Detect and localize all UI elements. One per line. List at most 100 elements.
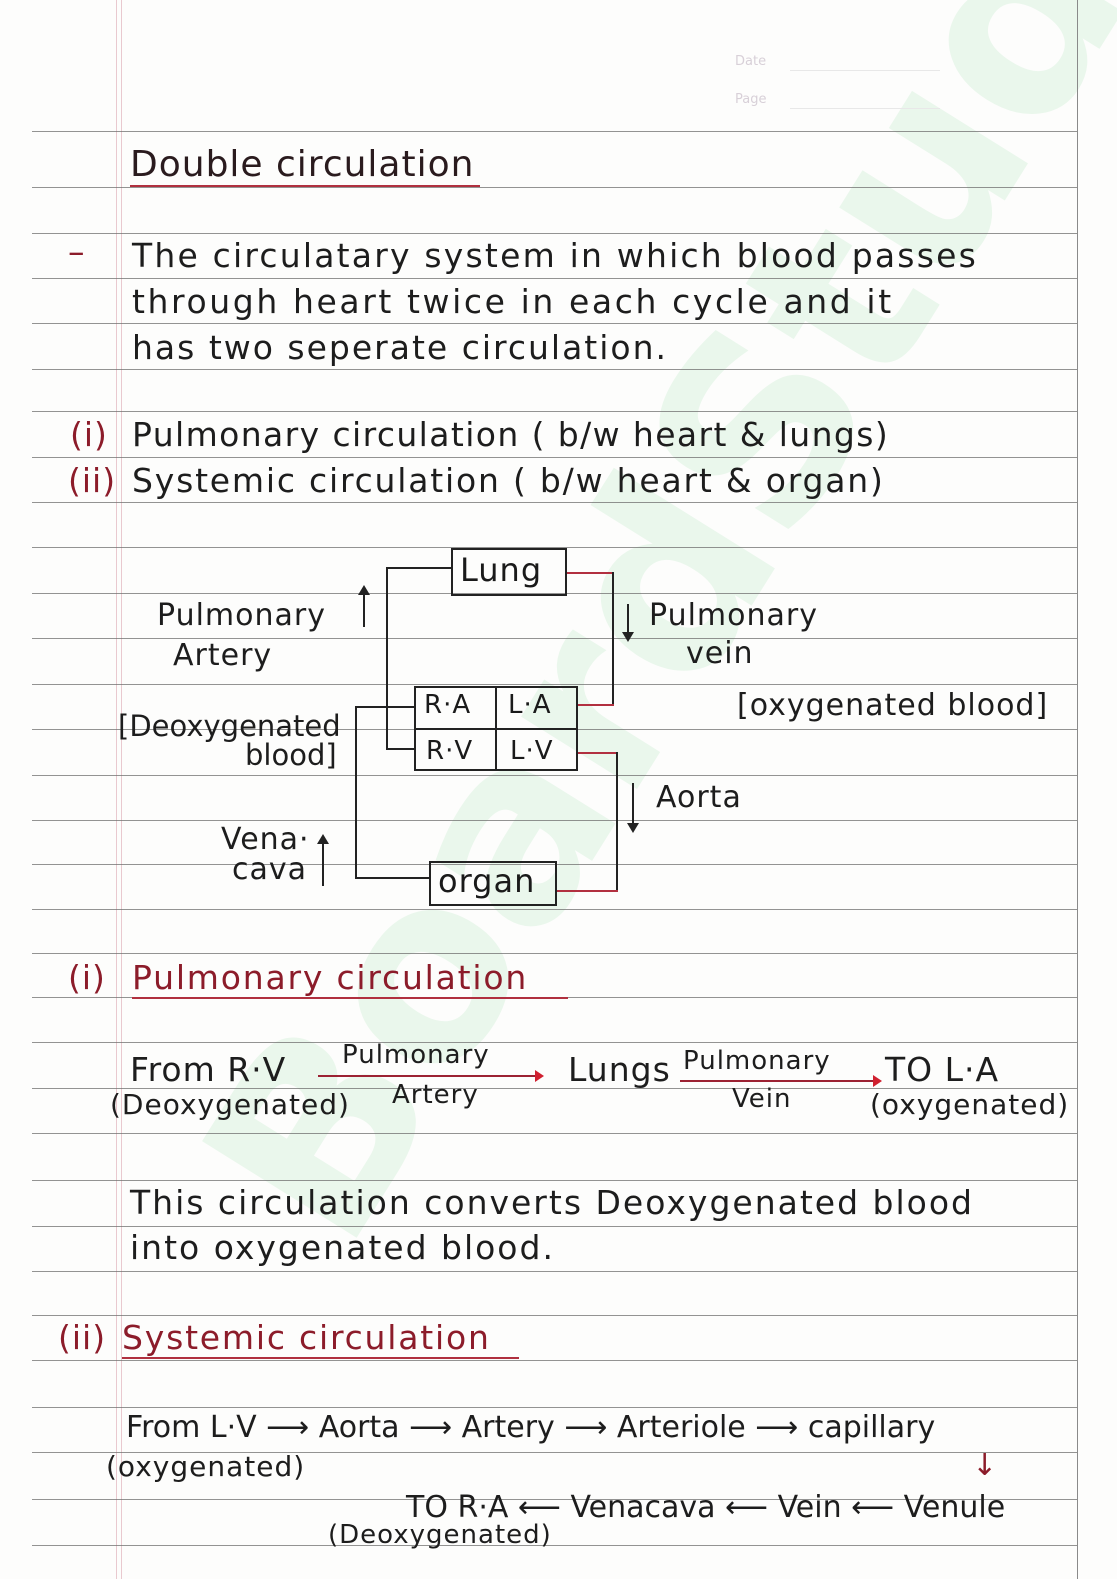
ruled-line [32, 502, 1077, 503]
chamber-ra: R·A [424, 690, 472, 720]
aorta-arrow-down-icon [627, 783, 639, 833]
vena-cava-wire-top [355, 706, 414, 708]
oxygenated-blood-label: [oxygenated blood] [737, 688, 1049, 723]
aorta-wire [616, 752, 618, 892]
ruled-line [32, 775, 1077, 776]
lung-box [451, 548, 567, 596]
ruled-line [32, 323, 1077, 324]
ruled-line [32, 233, 1077, 234]
deoxygenated-label-2: blood] [245, 738, 337, 772]
ruled-line [32, 1545, 1077, 1546]
aorta-wire-bottom [557, 890, 618, 892]
ruled-line [32, 1180, 1077, 1181]
ruled-line [32, 547, 1077, 548]
pulmonary-vein-step-bottom: Vein [732, 1084, 792, 1114]
systemic-heading: Systemic circulation [122, 1318, 519, 1359]
pulmonary-artery-wire-bottom [386, 748, 414, 750]
ruled-line [32, 278, 1077, 279]
chamber-la: L·A [508, 690, 552, 720]
definition-line-3: has two seperate circulation. [132, 328, 669, 367]
pulmonary-heading: Pulmonary circulation [132, 958, 569, 999]
type-1-text: Pulmonary circulation ( b/w heart & lung… [132, 415, 890, 454]
ruled-line [32, 909, 1077, 910]
pulmonary-from: From R·V [130, 1050, 287, 1089]
pulmonary-heading-number: (i) [68, 958, 106, 997]
systemic-flow-row-2-note: (Deoxygenated) [328, 1520, 552, 1550]
date-field-line [790, 70, 940, 71]
ruled-line [32, 1271, 1077, 1272]
pulmonary-artery-arrow-icon [318, 1070, 544, 1082]
ruled-line [32, 369, 1077, 370]
ruled-line [32, 131, 1077, 132]
systemic-flow-row-1-note: (oxygenated) [106, 1450, 306, 1483]
pulmonary-mid-lungs: Lungs [568, 1050, 671, 1089]
pulmonary-vein-step-top: Pulmonary [683, 1046, 831, 1076]
systemic-down-arrow-icon: ↓ [972, 1448, 999, 1483]
ruled-line [32, 864, 1077, 865]
ruled-line [32, 953, 1077, 954]
deoxygenated-label-1: [Deoxygenated [118, 709, 341, 743]
ruled-line [32, 684, 1077, 685]
vena-cava-wire [355, 706, 357, 878]
ruled-line [32, 411, 1077, 412]
pulmonary-vein-label-1: Pulmonary [649, 598, 818, 633]
pulmonary-artery-step-bottom: Artery [392, 1080, 479, 1110]
ruled-line [32, 1226, 1077, 1227]
pulmonary-artery-label-1: Pulmonary [157, 598, 326, 633]
pulmonary-artery-wire-top [386, 567, 452, 569]
vena-cava-label-1: Vena· [221, 822, 310, 857]
pulmonary-vein-arrow-down-icon [622, 604, 634, 642]
definition-line-2: through heart twice in each cycle and it [132, 282, 894, 321]
pulmonary-to: TO L·A [885, 1050, 1000, 1089]
pulmonary-vein-arrow-icon [680, 1075, 882, 1087]
bullet-dash: – [68, 232, 86, 271]
systemic-flow-row-1: From L·V ⟶ Aorta ⟶ Artery ⟶ Arteriole ⟶ … [126, 1410, 936, 1445]
page-right-edge [1077, 0, 1078, 1579]
systemic-flow-row-2: TO R·A ⟵ Venacava ⟵ Vein ⟵ Venule [406, 1490, 1006, 1525]
heart-horizontal-divider [414, 728, 578, 730]
type-2-number: (ii) [68, 461, 117, 500]
pulmonary-artery-label-2: Artery [173, 638, 273, 673]
page-field-line [790, 108, 940, 109]
aorta-wire-top [578, 752, 618, 754]
pulmonary-vein-wire-top [567, 572, 614, 574]
organ-box [429, 861, 557, 906]
pulmonary-to-note: (oxygenated) [870, 1088, 1070, 1121]
ruled-line [32, 1360, 1077, 1361]
vena-cava-label-2: cava [232, 852, 308, 887]
chamber-rv: R·V [426, 736, 474, 766]
ruled-line [32, 457, 1077, 458]
ruled-line [32, 1133, 1077, 1134]
ruled-line [32, 187, 1077, 188]
type-2-text: Systemic circulation ( b/w heart & organ… [132, 461, 885, 500]
ruled-line [32, 1407, 1077, 1408]
vena-cava-arrow-up-icon [317, 834, 329, 886]
pulmonary-from-note: (Deoxygenated) [110, 1088, 350, 1121]
organ-label: organ [438, 862, 536, 900]
type-1-number: (i) [70, 415, 108, 454]
margin-line-2 [121, 0, 122, 1579]
ruled-line [32, 1088, 1077, 1089]
pulmonary-summary-line-1: This circulation converts Deoxygenated b… [130, 1183, 974, 1222]
ruled-line [32, 820, 1077, 821]
ruled-line [32, 1499, 1077, 1500]
pulmonary-vein-label-2: vein [686, 636, 754, 671]
pulmonary-summary-line-2: into oxygenated blood. [130, 1228, 555, 1267]
page-title: Double circulation [130, 144, 481, 187]
page-label: Page [735, 92, 767, 107]
lung-label: Lung [460, 551, 543, 589]
vena-cava-wire-bottom [355, 877, 429, 879]
aorta-label: Aorta [656, 780, 742, 815]
date-label: Date [735, 54, 767, 69]
watermark: BoardStudy [147, 0, 1117, 1289]
pulmonary-artery-step-top: Pulmonary [342, 1040, 490, 1070]
chamber-lv: L·V [510, 736, 554, 766]
ruled-line [32, 1315, 1077, 1316]
definition-line-1: The circulatary system in which blood pa… [132, 236, 978, 275]
systemic-heading-number: (ii) [58, 1318, 107, 1357]
pulmonary-artery-wire [386, 567, 388, 749]
ruled-line [32, 1042, 1077, 1043]
pulmonary-vein-wire [612, 572, 614, 706]
ruled-line [32, 593, 1077, 594]
